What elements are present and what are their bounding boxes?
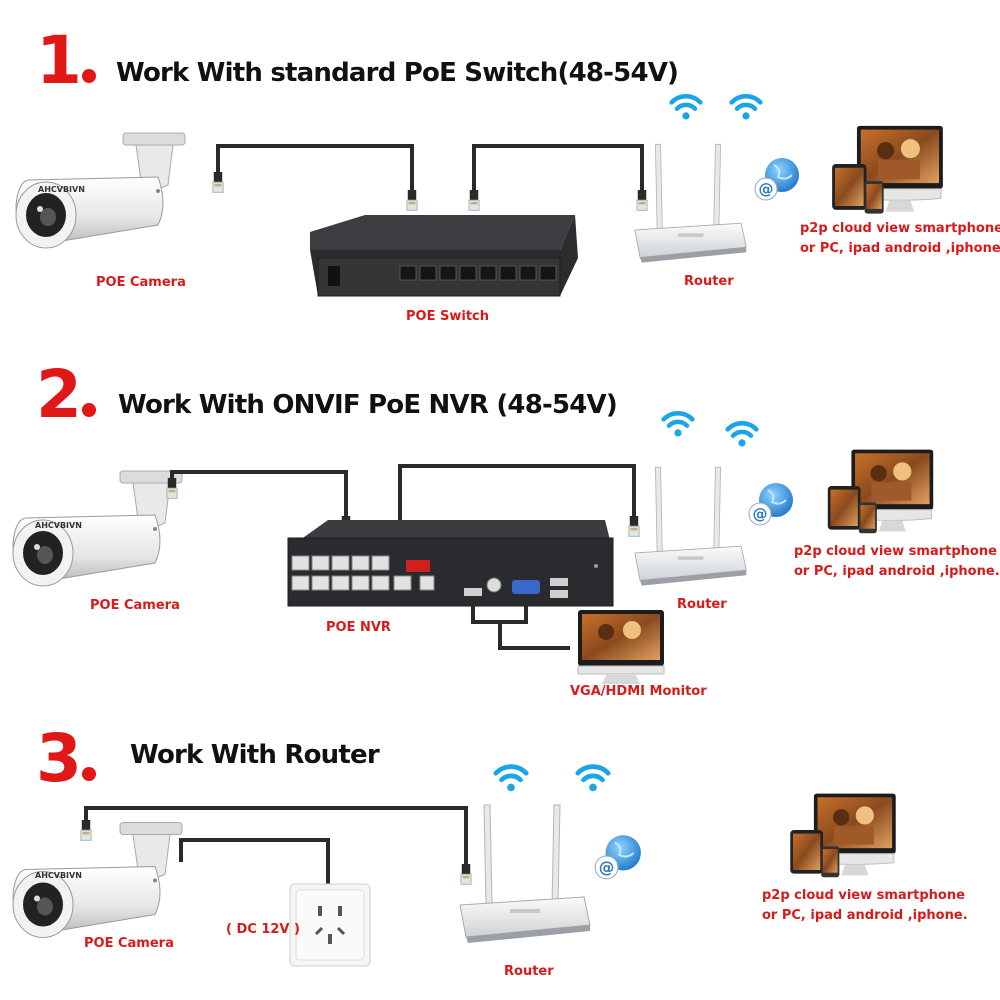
section2-devices-image — [827, 449, 934, 534]
section2-p2p-text: p2p cloud view smartphone or PC, ipad an… — [794, 542, 1000, 582]
section2-poe-nvr-image — [287, 520, 614, 607]
section2-wifi-icon-right — [728, 423, 757, 446]
section1-wifi-icon-left — [672, 96, 701, 119]
section3-wifi-icon-left — [496, 767, 526, 792]
section3-power-label: ( DC 12V ) — [226, 922, 300, 937]
section1-p2p-line1: p2p cloud view smartphone — [800, 221, 1000, 236]
section3-cable-camera-router — [84, 806, 468, 868]
section3-p2p-line1: p2p cloud view smartphone — [762, 888, 965, 903]
section3-router-label: Router — [504, 964, 554, 979]
section2-p2p-line2: or PC, ipad android ,iphone. — [794, 564, 1000, 579]
section1-p2p-text: p2p cloud view smartphone or PC, ipad an… — [800, 219, 1000, 259]
section2-diagram — [12, 413, 934, 684]
section2-router-image — [634, 466, 747, 587]
section2-number: 2 — [36, 362, 96, 428]
section1-title: Work With standard PoE Switch(48-54V) — [116, 58, 679, 88]
section3-diagram — [12, 767, 897, 967]
section3-cloud-globe-icon — [594, 834, 642, 880]
section1-switch-label: POE Switch — [406, 309, 489, 324]
section1-cable-camera-switch — [216, 144, 414, 192]
section1-camera-brand: AHCVBIVN — [38, 185, 85, 194]
section2-monitor-label: VGA/HDMI Monitor — [570, 684, 707, 699]
section3-p2p-text: p2p cloud view smartphone or PC, ipad an… — [762, 886, 968, 926]
section1-poe-switch-image — [310, 215, 578, 297]
section2-p2p-line1: p2p cloud view smartphone — [794, 544, 997, 559]
section1-p2p-line2: or PC, ipad android ,iphone. — [800, 241, 1000, 256]
section1-camera-label: POE Camera — [96, 275, 186, 290]
section2-cable-nvr-router — [398, 464, 636, 548]
section2-wifi-icon-left — [664, 413, 693, 436]
section3-power-socket-image — [289, 883, 371, 967]
section2-camera-brand: AHCVBIVN — [35, 521, 82, 530]
section1-diagram — [15, 96, 944, 297]
section3-title: Work With Router — [130, 740, 380, 770]
section3-camera-brand: AHCVBIVN — [35, 871, 82, 880]
section1-number: 1 — [36, 28, 96, 94]
section3-p2p-line2: or PC, ipad android ,iphone. — [762, 908, 968, 923]
section2-nvr-label: POE NVR — [326, 620, 391, 635]
section2-cable-camera-nvr — [170, 470, 348, 520]
section2-title: Work With ONVIF PoE NVR (48-54V) — [118, 390, 618, 420]
section2-camera-label: POE Camera — [90, 598, 180, 613]
section1-cable-switch-router — [472, 144, 644, 192]
section2-monitor-image — [577, 610, 665, 684]
section3-router-image — [459, 804, 591, 944]
section3-number: 3 — [36, 726, 96, 792]
section1-devices-image — [831, 125, 944, 215]
section1-cloud-globe-icon — [754, 157, 800, 201]
section3-wifi-icon-right — [578, 767, 608, 792]
section3-devices-image — [789, 793, 897, 878]
section2-cloud-globe-icon — [748, 482, 794, 526]
section2-router-label: Router — [677, 597, 727, 612]
section3-camera-label: POE Camera — [84, 936, 174, 951]
section3-cable-power — [179, 838, 330, 888]
section1-router-image — [634, 143, 747, 264]
section3-camera-image — [12, 821, 183, 939]
section1-wifi-icon-right — [732, 96, 761, 119]
section1-router-label: Router — [684, 274, 734, 289]
